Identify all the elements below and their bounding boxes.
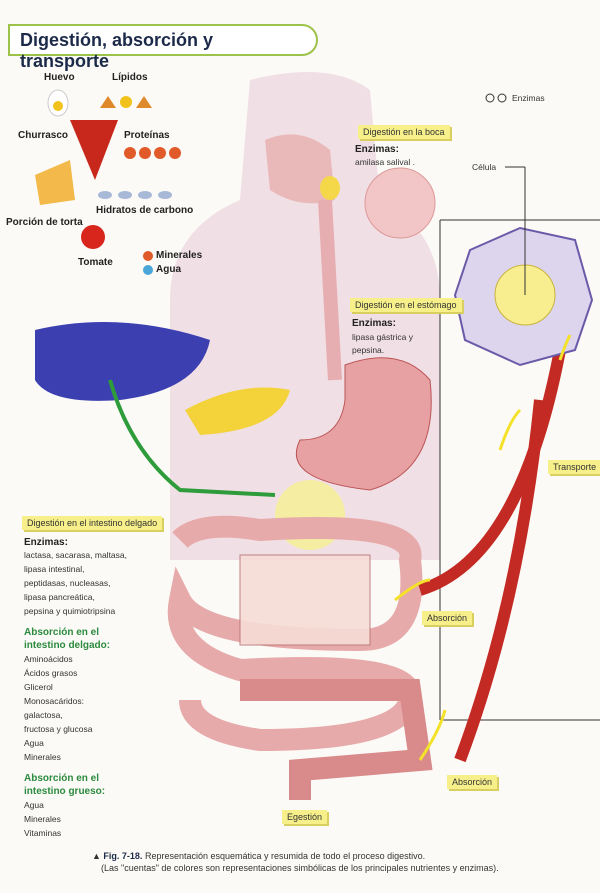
grueso-absorcion-heading-2: intestino grueso: — [24, 786, 106, 797]
grueso-absorcion-heading-1: Absorción en el — [24, 773, 100, 784]
delgado-absorcion-heading-2: intestino delgado: — [24, 640, 111, 651]
tag-boca: Digestión en la boca — [358, 125, 450, 139]
enzyme-item: pepsina y quimiotripsina — [24, 606, 116, 616]
absorbed-item: Glicerol — [24, 682, 53, 692]
absorbed-item: galactosa, — [24, 710, 63, 720]
enzyme-item: lipasa pancreática, — [24, 592, 95, 602]
blood-vessel-2 — [454, 399, 546, 763]
tag-egestion: Egestión — [282, 810, 328, 824]
meat-icon — [70, 120, 118, 180]
absorbed-item: Ácidos grasos — [24, 668, 78, 678]
label-hidratos: Hidratos de carbono — [96, 205, 194, 216]
tag-absorcion-delgado: Absorción — [422, 611, 473, 625]
figure-caption: ▲ Fig. 7-18. Representación esquemática … — [92, 851, 499, 873]
absorbed-item: Vitaminas — [24, 828, 62, 838]
small-intestine — [167, 515, 423, 752]
mouth-zoom-circle — [364, 167, 436, 239]
tag-transporte: Transporte — [548, 460, 600, 474]
enzyme-item: lactasa, sacarasa, maltasa, — [24, 550, 127, 560]
label-tomate: Tomate — [78, 257, 113, 268]
figure-number: Fig. 7-18. — [103, 851, 143, 861]
label-celula: Célula — [472, 162, 497, 172]
caption-line-2: (Las "cuentas" de colores son representa… — [101, 863, 499, 873]
estomago-enzimas-heading: Enzimas: — [352, 318, 396, 329]
delgado-enzimas-heading: Enzimas: — [24, 537, 68, 548]
enzyme-item: lipasa intestinal, — [24, 564, 85, 574]
water-icon — [143, 265, 153, 275]
absorbed-item: Agua — [24, 738, 44, 748]
label-enzimas-legend: Enzimas — [512, 93, 545, 103]
bile-duct — [108, 379, 276, 497]
absorbed-item: Minerales — [24, 752, 61, 762]
boca-enzimas-list: amilasa salival . — [355, 157, 415, 167]
mineral-icon — [143, 251, 153, 261]
protein-icon — [124, 147, 181, 159]
esophagus — [318, 199, 342, 381]
absorbed-item: Aminoácidos — [24, 654, 73, 664]
cake-icon — [35, 160, 75, 205]
intestino-delgado-info: Enzimas: lactasa, sacarasa, maltasa, lip… — [24, 537, 164, 840]
estomago-enzima-2: pepsina. — [352, 345, 385, 355]
absorbed-item: Monosacáridos: — [24, 696, 85, 706]
salivary-gland — [320, 176, 340, 200]
caption-line-1: Representación esquemática y resumida de… — [144, 851, 426, 861]
label-lipidos: Lípidos — [112, 72, 148, 83]
tag-absorcion-grueso: Absorción — [447, 775, 498, 789]
absorption-arrows — [394, 334, 572, 761]
label-agua: Agua — [156, 264, 181, 275]
head-mouth — [265, 134, 335, 204]
label-proteinas: Proteínas — [124, 130, 170, 141]
tomato-icon — [81, 225, 105, 249]
intestine-zoom-box — [239, 554, 371, 646]
enzyme-item: peptidasas, nucleasas, — [24, 578, 111, 588]
stomach — [295, 357, 432, 491]
estomago-enzima-1: lipasa gástrica y — [352, 332, 413, 342]
tag-intestino-delgado: Digestión en el intestino delgado — [22, 516, 163, 530]
delgado-absorcion-heading-1: Absorción en el — [24, 627, 100, 638]
enzyme-icon — [485, 93, 507, 103]
absorbed-item: Minerales — [24, 814, 61, 824]
absorbed-item: Agua — [24, 800, 44, 810]
blood-vessel-1 — [418, 348, 566, 596]
label-torta: Porción de torta — [6, 217, 83, 228]
tag-estomago: Digestión en el estómago — [350, 298, 462, 312]
label-minerales: Minerales — [156, 250, 203, 261]
label-churrasco: Churrasco — [18, 130, 69, 141]
absorbed-item: fructosa y glucosa — [24, 724, 93, 734]
carbohydrate-icon — [98, 191, 172, 199]
label-huevo: Huevo — [44, 72, 75, 83]
liver — [35, 322, 210, 401]
food-icons — [35, 89, 507, 275]
pancreas — [185, 387, 290, 435]
boca-enzimas-heading: Enzimas: — [355, 144, 399, 155]
lipid-icon — [100, 96, 116, 108]
page-title: Digestión, absorción y transporte — [8, 24, 318, 71]
